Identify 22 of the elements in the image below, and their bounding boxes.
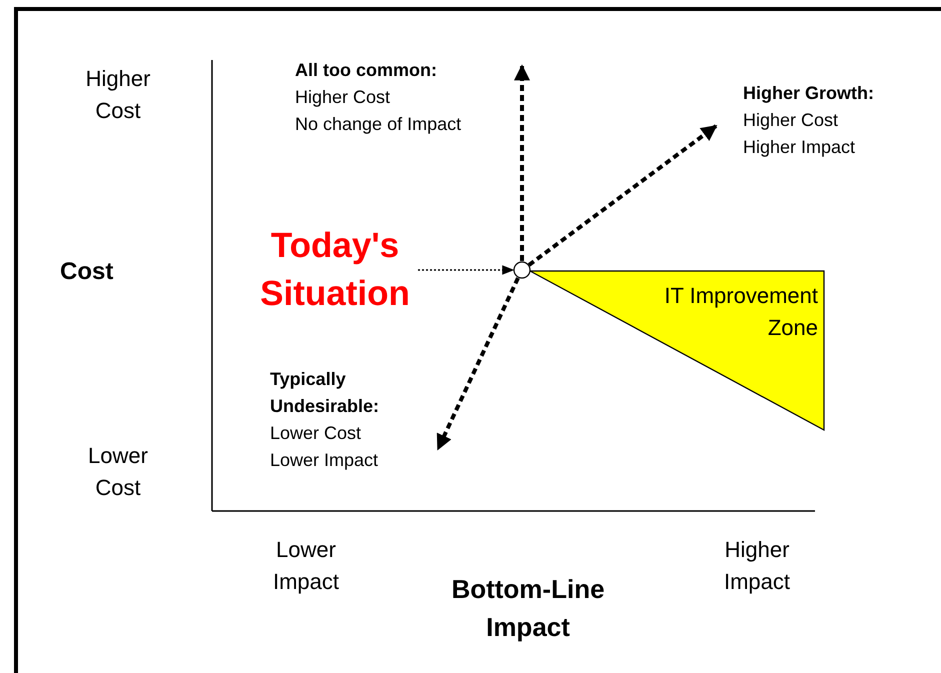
annotation-text: Higher Impact bbox=[743, 136, 856, 159]
arrow bbox=[418, 265, 514, 275]
axis-title: Cost bbox=[60, 257, 114, 287]
axis-label: Higher Impact bbox=[722, 536, 792, 596]
annotation-heading: Typically Undesirable: bbox=[270, 368, 380, 418]
annotation-text: Lower Cost bbox=[270, 422, 362, 445]
annotation-text: Lower Impact bbox=[270, 449, 380, 472]
annotation-text: Higher Cost bbox=[743, 109, 840, 132]
annotation-text: No change of Impact bbox=[295, 113, 462, 136]
annotation-heading: All too common: bbox=[295, 59, 438, 82]
improvement-zone-triangle: IT Improvement Zone bbox=[530, 270, 826, 432]
axis-label: Lower Impact bbox=[272, 536, 340, 596]
axis-label: Higher Cost bbox=[84, 65, 152, 125]
arrow bbox=[436, 277, 520, 450]
axis-label: Lower Cost bbox=[87, 442, 149, 502]
axis-title: Bottom-Line Impact bbox=[450, 573, 606, 644]
current-situation-text: Today's Situation bbox=[252, 222, 418, 318]
annotation-heading: Higher Growth: bbox=[743, 82, 875, 105]
arrow bbox=[514, 64, 530, 261]
arrow bbox=[528, 124, 718, 267]
annotation-text: Higher Cost bbox=[295, 86, 392, 109]
current-point-circle bbox=[513, 261, 531, 279]
